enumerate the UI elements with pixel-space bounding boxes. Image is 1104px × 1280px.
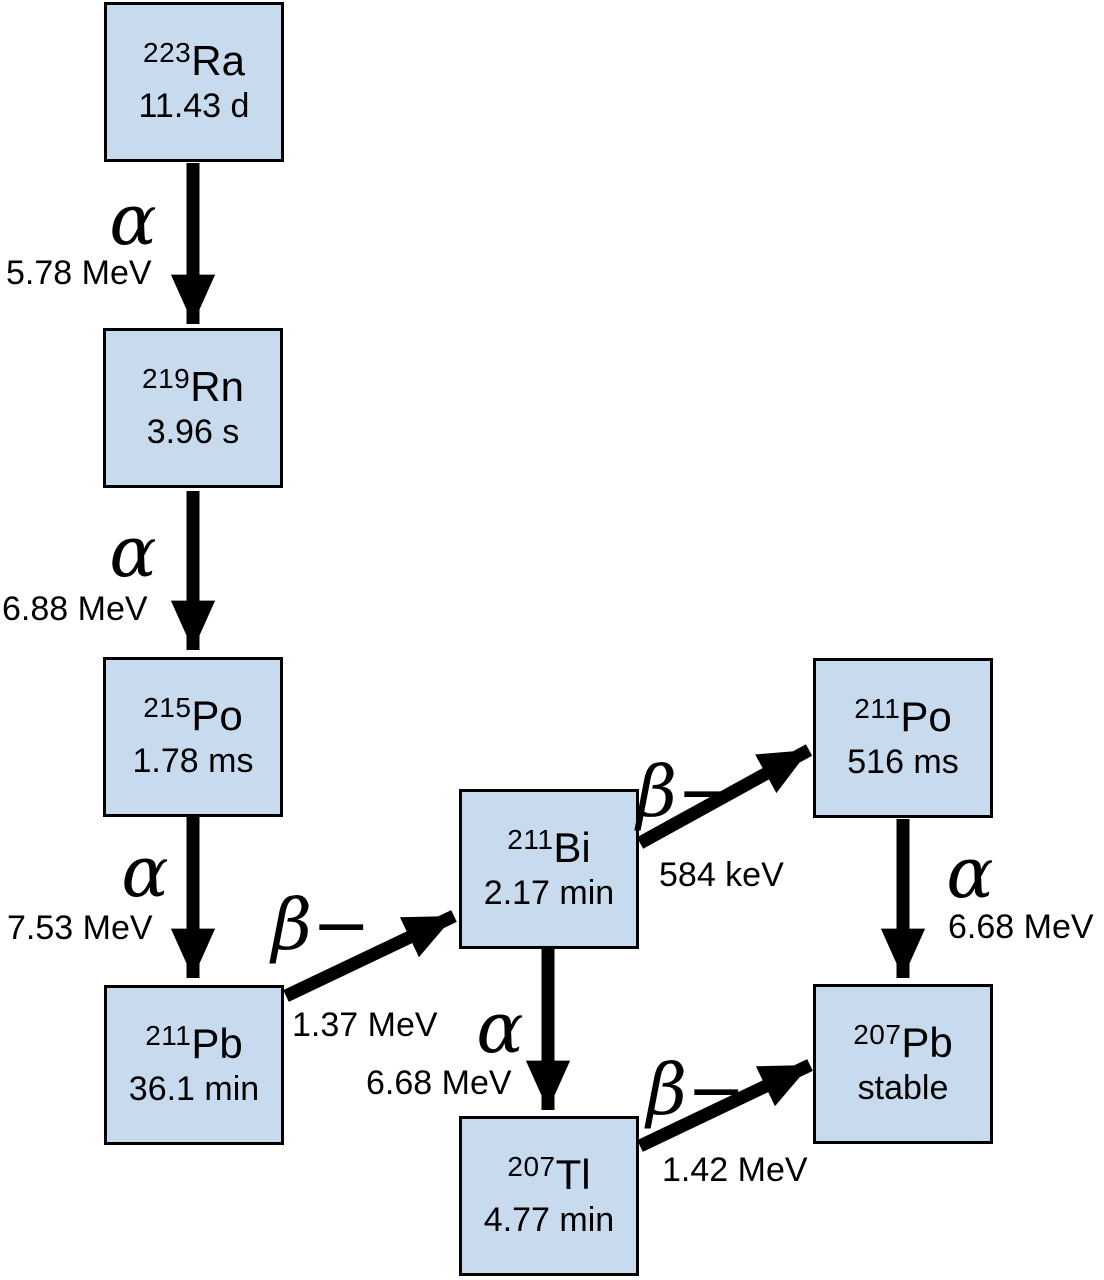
half-life: 4.77 min	[483, 1200, 615, 1239]
element-symbol: Po	[900, 692, 952, 740]
nuclide-box-po215: 215Po 1.78 ms	[103, 657, 283, 817]
nuclide-name: 211Pb	[145, 1020, 243, 1068]
mass-number: 219	[142, 362, 191, 394]
nuclide-name: 215Po	[143, 692, 243, 740]
element-symbol: Tl	[555, 1150, 591, 1198]
nuclide-name: 211Bi	[507, 824, 591, 872]
nuclide-box-tl207: 207Tl 4.77 min	[459, 1116, 639, 1276]
mass-number: 223	[143, 36, 192, 68]
half-life: 2.17 min	[483, 873, 615, 912]
half-life: 516 ms	[847, 742, 959, 781]
mass-number: 207	[507, 1150, 556, 1182]
element-symbol: Rn	[190, 362, 244, 410]
decay-type-beta-bi211: β−	[636, 751, 736, 833]
decay-energy-po215: 7.53 MeV	[7, 909, 153, 947]
decay-energy-po211: 6.68 MeV	[948, 908, 1094, 946]
element-symbol: Ra	[191, 36, 245, 84]
half-life: 36.1 min	[128, 1069, 260, 1108]
mass-number: 207	[853, 1018, 902, 1050]
element-symbol: Pb	[191, 1019, 243, 1067]
decay-type-alpha-bi211: α	[476, 987, 524, 1069]
element-symbol: Po	[191, 691, 243, 739]
nuclide-name: 211Po	[854, 693, 952, 741]
nuclide-name: 207Tl	[507, 1151, 590, 1199]
nuclide-name: 219Rn	[142, 363, 244, 411]
nuclide-box-pb207: 207Pb stable	[813, 984, 993, 1144]
decay-type-alpha-rn219: α	[109, 511, 157, 593]
half-life: 11.43 d	[138, 86, 250, 125]
decay-energy-rn219: 6.88 MeV	[2, 590, 148, 628]
mass-number: 211	[507, 823, 554, 855]
decay-energy-ra223: 5.78 MeV	[6, 254, 152, 292]
nuclide-box-bi211: 211Bi 2.17 min	[459, 789, 639, 949]
nuclide-box-rn219: 219Rn 3.96 s	[103, 328, 283, 488]
nuclide-box-pb211: 211Pb 36.1 min	[104, 985, 284, 1145]
decay-energy-pb211: 1.37 MeV	[292, 1006, 438, 1044]
decay-energy-bi211-beta: 584 keV	[659, 856, 784, 894]
mass-number: 215	[143, 691, 192, 723]
half-life: 3.96 s	[146, 412, 240, 451]
half-life: 1.78 ms	[132, 741, 254, 780]
half-life: stable	[857, 1068, 949, 1107]
element-symbol: Bi	[553, 823, 591, 871]
nuclide-box-ra223: 223Ra 11.43 d	[104, 2, 284, 162]
decay-type-beta-tl207: β−	[646, 1049, 746, 1131]
decay-energy-tl207: 1.42 MeV	[662, 1151, 808, 1189]
decay-type-alpha-po215: α	[121, 831, 169, 913]
nuclide-name: 223Ra	[143, 37, 245, 85]
decay-type-alpha-ra223: α	[109, 179, 157, 261]
decay-energy-bi211-alpha: 6.68 MeV	[366, 1064, 512, 1102]
nuclide-box-po211: 211Po 516 ms	[813, 658, 993, 818]
decay-type-alpha-po211: α	[946, 832, 994, 914]
nuclide-name: 207Pb	[853, 1019, 953, 1067]
mass-number: 211	[854, 692, 901, 724]
element-symbol: Pb	[901, 1018, 953, 1066]
decay-type-beta-pb211: β−	[271, 884, 371, 966]
mass-number: 211	[145, 1019, 192, 1051]
